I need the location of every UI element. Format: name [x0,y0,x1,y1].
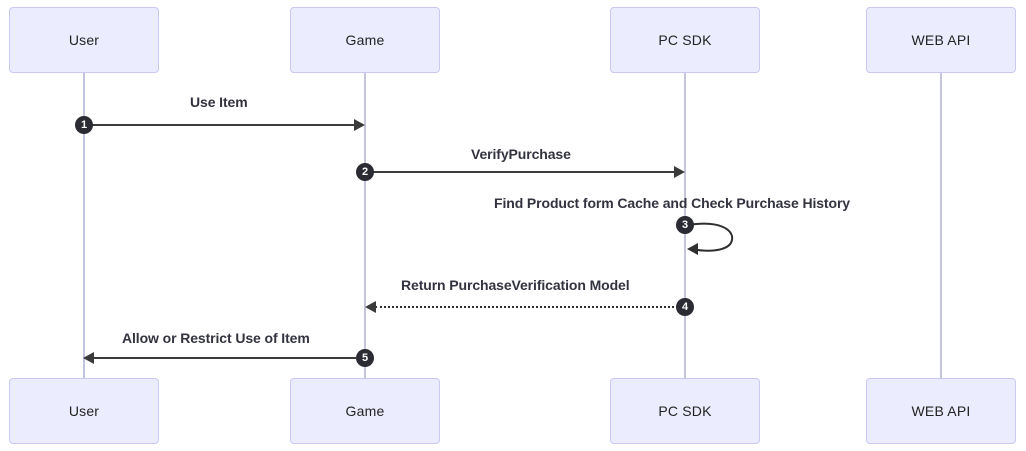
message-arrow-2 [365,171,675,173]
actor-label-user-bottom: User [68,403,100,419]
actor-label-pcsdk-top: PC SDK [658,32,712,48]
actor-box-user-bottom[interactable]: User [9,378,159,444]
message-label-2: VerifyPurchase [471,146,571,162]
message-arrowhead-2 [674,166,685,178]
selfloop-path [687,222,734,252]
sequence-badge-5: 5 [356,349,374,367]
message-label-3: Find Product form Cache and Check Purcha… [494,195,850,211]
actor-box-pcsdk-bottom[interactable]: PC SDK [610,378,760,444]
lifeline-game [364,73,366,378]
message-label-5: Allow or Restrict Use of Item [122,330,310,346]
message-arrow-1 [84,124,355,126]
message-arrowhead-4 [365,301,376,313]
sequence-badge-3: 3 [676,216,694,234]
actor-label-pcsdk-bottom: PC SDK [658,403,712,419]
actor-box-webapi-top[interactable]: WEB API [866,7,1016,73]
sequence-badge-2: 2 [356,163,374,181]
actor-box-user-top[interactable]: User [9,7,159,73]
actor-box-game-top[interactable]: Game [290,7,440,73]
message-arrowhead-5 [83,352,94,364]
actor-box-pcsdk-top[interactable]: PC SDK [610,7,760,73]
actor-label-game-top: Game [345,32,385,48]
actor-label-game-bottom: Game [345,403,385,419]
selfloop-arrowhead [687,243,698,255]
sequence-badge-4: 4 [676,298,694,316]
actor-label-webapi-bottom: WEB API [911,403,971,419]
actor-box-webapi-bottom[interactable]: WEB API [866,378,1016,444]
lifeline-webapi [940,73,942,378]
lifeline-user [83,73,85,378]
actor-label-user-top: User [68,32,100,48]
actor-box-game-bottom[interactable]: Game [290,378,440,444]
sequence-badge-1: 1 [75,116,93,134]
message-selfloop-3 [687,222,734,255]
actor-label-webapi-top: WEB API [911,32,971,48]
message-arrow-5 [94,357,356,359]
message-arrowhead-1 [354,119,365,131]
message-label-4: Return PurchaseVerification Model [401,277,630,293]
message-label-1: Use Item [190,94,248,110]
message-arrow-4 [375,306,678,308]
